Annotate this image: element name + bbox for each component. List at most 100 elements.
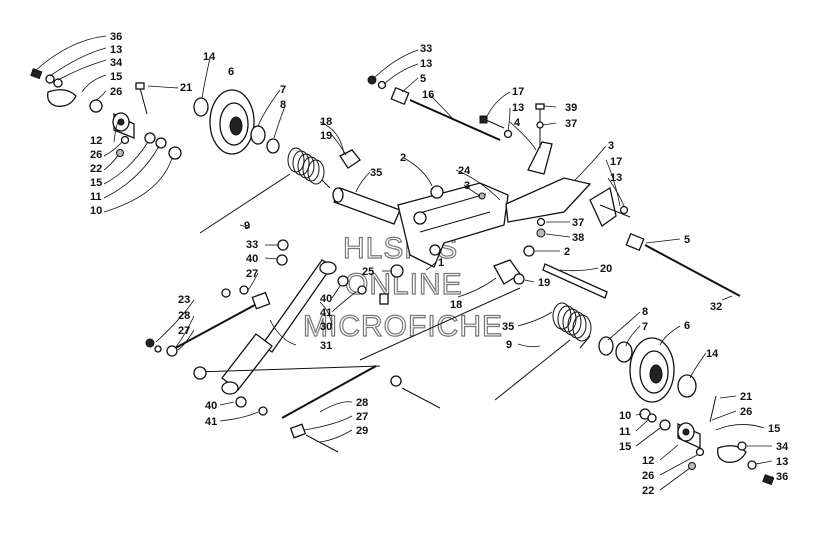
callout-37: 37 [565,118,577,130]
plate-24 [505,177,592,223]
callout-19-b: 19 [538,277,550,289]
washer-13-bolt [503,129,513,139]
callout-6-b: 6 [684,320,690,332]
callout-21: 21 [180,82,192,94]
callout-2-b: 2 [564,246,570,258]
torsion-spring-9-lower [494,302,592,401]
callout-1: 1 [438,257,444,269]
bearing-7-lower [615,341,633,363]
callout-24: 24 [458,165,471,177]
callout-36-b: 36 [776,471,788,483]
callout-18: 18 [320,116,332,128]
callout-15: 15 [110,71,122,83]
bushing-25 [390,264,404,278]
callout-40-c: 40 [205,400,217,412]
bushing-40-lower [235,396,247,408]
callout-4: 4 [514,117,521,129]
callout-9: 9 [244,220,250,232]
bushing-2-lower [523,245,535,257]
callout-15-c: 15 [619,441,631,453]
cover-15-upper [47,89,77,107]
spacer-14-upper [193,97,209,117]
rod-20 [542,263,608,299]
rear-linkage [145,285,521,453]
arm-pivot-bore [413,211,427,225]
callout-18-b: 18 [450,299,462,311]
washer-27-lower [390,375,402,387]
callout-21-b: 21 [740,391,752,403]
shock-upper-eye [319,261,337,275]
washer-8-upper [266,138,280,154]
cover-15-lower [717,445,747,463]
callout-17-b: 17 [610,156,622,168]
callout-31: 31 [320,340,332,352]
bushing-40-mid [337,275,349,287]
link-end-27-upper [251,291,271,310]
pivot-bushing [193,366,207,380]
bushing-11-upper [155,137,167,149]
idler-wheel-hub-lower [649,364,663,384]
callout-12: 12 [90,135,102,147]
watermark-line-2: ONLINE [345,268,463,301]
nut-36-upper [30,68,43,80]
washer-23 [154,345,162,353]
bushing-2-upper [430,185,444,199]
idler-wheel-hub-upper [229,116,243,136]
bolt-head-17-upper [479,115,488,124]
spacer-5-lower [625,232,645,252]
callout-11: 11 [90,191,102,203]
callout-22-b: 22 [642,485,654,497]
bushing-40-upper [276,254,288,266]
pivot-shaft-35 [333,187,401,225]
bolt-head-21-upper [135,82,145,90]
callout-27-c: 27 [356,411,368,423]
lower-right-wheel-group [494,302,775,486]
bolt-21-upper [139,87,148,115]
washer-8-lower [598,336,614,356]
callout-13-c: 13 [512,102,524,114]
washer-26-lower [695,447,705,457]
callout-8: 8 [280,99,286,111]
watermark-line-3: MICROFICHE [303,310,503,343]
callout-17: 17 [512,86,524,98]
spacer-5-upper [390,86,410,106]
bolt-10-upper [168,146,182,160]
callout-41-b: 41 [205,416,217,428]
shock-absorber [221,239,389,416]
callout-13-b: 13 [420,58,432,70]
bushing-33 [277,239,289,251]
washer-27-top [239,285,249,295]
torsion-spring-9-upper [199,147,331,234]
bolt-head-39 [535,103,545,110]
callout-29: 29 [356,425,368,437]
callout-16: 16 [422,89,434,101]
bolt-head-23 [145,338,155,348]
callout-11-b: 11 [619,426,631,438]
callout-2: 2 [400,152,406,164]
front-arm-1 [397,182,509,268]
callout-26: 26 [110,86,122,98]
watermark: HLSM'S ONLINE MICROFICHE [302,231,503,343]
callout-33: 33 [420,43,432,55]
callout-15-b: 15 [90,177,102,189]
callout-37-b: 37 [572,217,584,229]
callout-27-b: 27 [178,325,190,337]
nut-3-mid [478,192,486,200]
callout-22: 22 [90,163,102,175]
callout-7-b: 7 [642,321,648,333]
callout-26-b: 26 [90,149,102,161]
callout-8-b: 8 [642,306,648,318]
hub-bore-12-lower [682,428,690,436]
link-28-eye [166,345,178,357]
callout-41: 41 [320,307,332,319]
callout-14: 14 [203,51,216,63]
washer-34-upper [53,78,63,88]
callout-36: 36 [110,31,122,43]
bushing-15-upper [89,99,103,113]
bolt-21-lower [709,395,717,423]
shaft-32 [644,244,741,297]
link-28-upper [167,299,265,353]
washer-37-lower [536,217,546,227]
